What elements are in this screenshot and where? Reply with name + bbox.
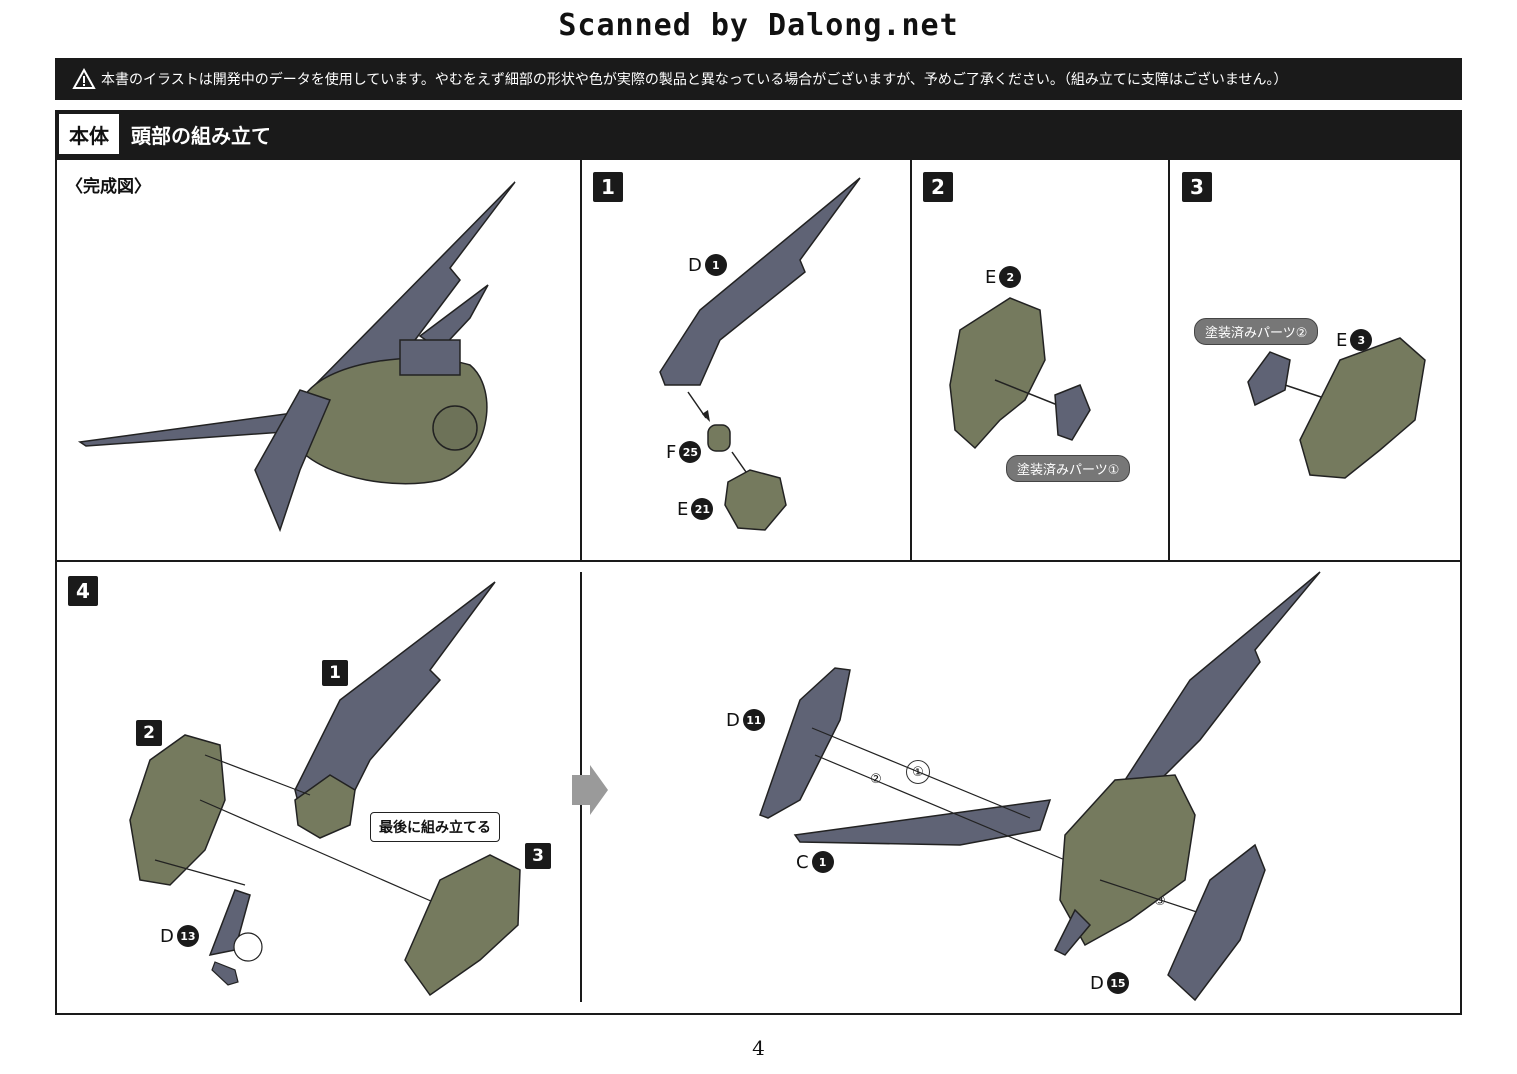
completed-caption: 〈完成図〉: [66, 177, 151, 197]
part-number-badge: 1: [704, 254, 727, 276]
order-marker-3: ③: [1154, 893, 1166, 909]
part-number-badge: 11: [742, 709, 765, 731]
part-letter: E: [1336, 329, 1348, 351]
part-letter: D: [1090, 972, 1104, 994]
part-number-badge: 15: [1106, 972, 1129, 994]
scan-watermark-title: Scanned by Dalong.net: [558, 8, 959, 43]
divider: [1168, 158, 1170, 562]
step-3-number: 3: [1182, 172, 1212, 202]
part-label-f25: F 25: [666, 441, 702, 463]
painted-part-1-pill: 塗装済みパーツ①: [1006, 455, 1131, 482]
divider: [55, 560, 1462, 562]
instruction-frame: [55, 158, 1462, 1015]
page-number: 4: [752, 1036, 765, 1060]
sub-step-3-number: 3: [525, 843, 551, 869]
part-number-badge: 2: [999, 266, 1022, 288]
step-2-number: 2: [923, 172, 953, 202]
part-label-d1: D 1: [688, 254, 727, 276]
part-label-d15: D 15: [1090, 972, 1129, 994]
order-marker-2: ②: [870, 771, 882, 787]
step-1-number: 1: [593, 172, 623, 202]
part-label-d13: D 13: [160, 925, 199, 947]
part-letter: D: [688, 254, 702, 276]
part-letter: D: [160, 925, 174, 947]
divider: [580, 158, 582, 562]
assemble-last-callout: 最後に組み立てる: [370, 812, 500, 842]
part-number-badge: 13: [176, 925, 199, 947]
part-number-badge: 1: [811, 851, 834, 873]
part-letter: E: [677, 498, 689, 520]
part-number-badge: 25: [679, 441, 702, 463]
warning-bar: 本書のイラストは開発中のデータを使用しています。やむをえず細部の形状や色が実際の…: [55, 58, 1462, 100]
divider: [910, 158, 912, 562]
part-label-e3: E 3: [1336, 329, 1373, 351]
section-title: 頭部の組み立て: [131, 123, 271, 148]
section-tag: 本体: [59, 114, 119, 154]
section-header: 本体 頭部の組み立て: [55, 110, 1462, 158]
part-label-e21: E 21: [677, 498, 714, 520]
part-number-badge: 21: [691, 498, 714, 520]
warning-icon: [72, 67, 96, 89]
sub-step-2-number: 2: [136, 720, 162, 746]
part-letter: F: [666, 441, 677, 463]
part-label-c1: C 1: [796, 851, 834, 873]
part-label-e2: E 2: [985, 266, 1022, 288]
part-number-badge: 3: [1350, 329, 1373, 351]
part-label-d11: D 11: [726, 709, 765, 731]
part-letter: D: [726, 709, 740, 731]
painted-part-2-pill: 塗装済みパーツ②: [1194, 318, 1319, 345]
step-4-number: 4: [68, 576, 98, 606]
warning-text: 本書のイラストは開発中のデータを使用しています。やむをえず細部の形状や色が実際の…: [101, 72, 1288, 88]
part-letter: E: [985, 266, 997, 288]
part-letter: C: [796, 851, 809, 873]
sub-step-1-number: 1: [322, 660, 348, 686]
